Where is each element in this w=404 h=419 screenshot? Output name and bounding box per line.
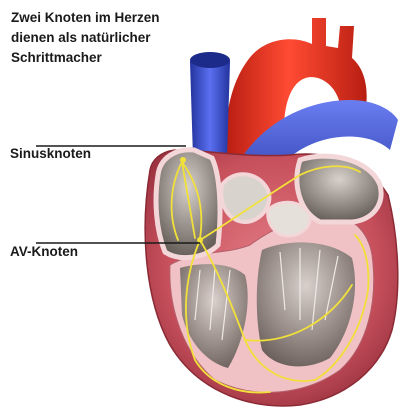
valves [221, 174, 269, 222]
sinus-node-marker [180, 157, 186, 163]
caption-line-1: Zwei Knoten im Herzen [11, 8, 231, 28]
diagram-caption: Zwei Knoten im Herzen dienen als natürli… [11, 8, 231, 68]
sinus-node-label: Sinusknoten [10, 146, 91, 161]
av-node-label: AV-Knoten [10, 244, 78, 259]
caption-line-3: Schrittmacher [11, 48, 231, 68]
caption-line-2: dienen als natürlicher [11, 28, 231, 48]
right-atrium [156, 150, 220, 258]
mitral-valve [268, 202, 310, 236]
av-node-marker [197, 237, 203, 243]
